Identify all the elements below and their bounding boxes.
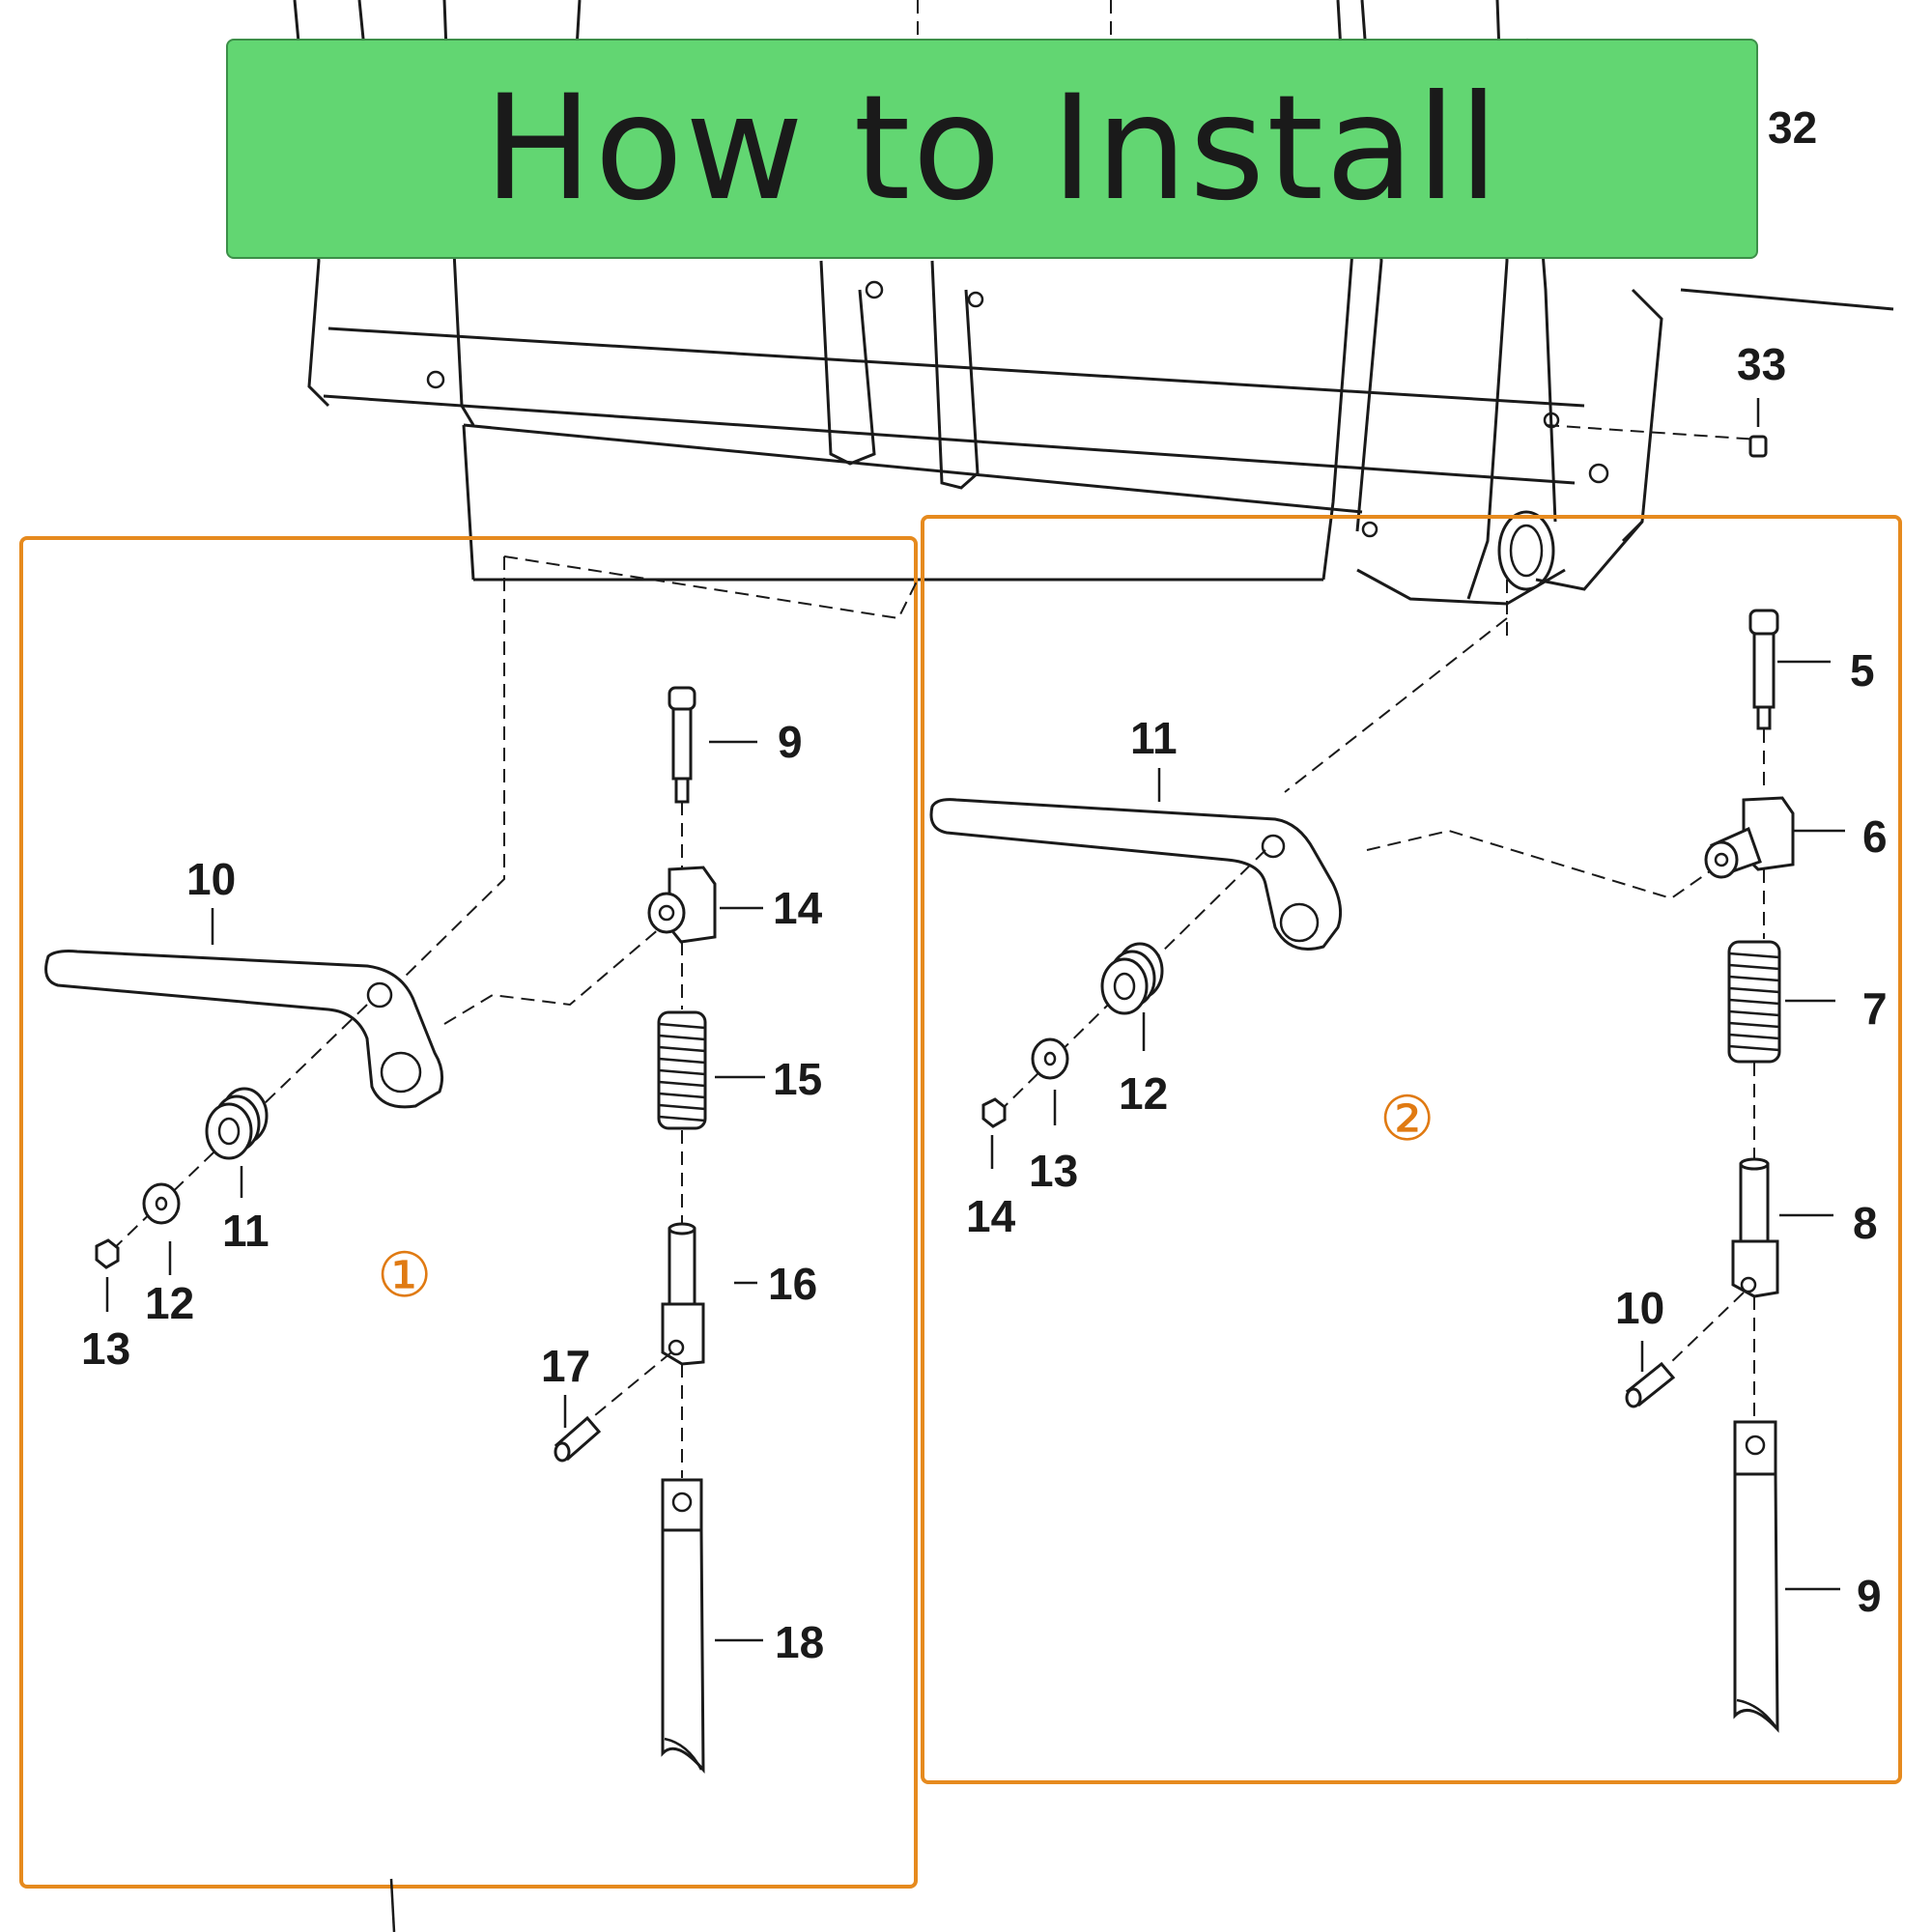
- label-15: 15: [773, 1054, 822, 1104]
- label-8: 8: [1853, 1198, 1878, 1248]
- bolt-9: [668, 686, 696, 804]
- label-14: 14: [966, 1191, 1016, 1241]
- label-10: 10: [1615, 1283, 1664, 1333]
- panel-2-frame: [921, 515, 1902, 1784]
- label-18: 18: [775, 1617, 824, 1667]
- roll-pin-10: [1625, 1361, 1676, 1408]
- label-10: 10: [186, 854, 236, 904]
- label-17: 17: [541, 1341, 590, 1391]
- label-5: 5: [1850, 645, 1875, 696]
- label-11: 11: [222, 1206, 270, 1256]
- spring-12: [1100, 942, 1164, 1015]
- lever-arm-10: [44, 950, 444, 1109]
- panel-2-assembly: 11 12 13 14 5: [921, 515, 1902, 1784]
- title-banner: How to Install: [226, 39, 1758, 259]
- panel-1-assembly: 10 11 12 13 9: [19, 536, 919, 1889]
- bracket-14: [647, 866, 717, 944]
- roll-pin-17: [554, 1415, 602, 1463]
- nut-14: [981, 1097, 1007, 1128]
- spring-15: [657, 1010, 707, 1130]
- pin-sleeve-16: [661, 1222, 705, 1366]
- locking-pin-9: [1733, 1420, 1779, 1733]
- label-13: 13: [1029, 1146, 1078, 1196]
- nut-13: [95, 1238, 120, 1269]
- label-9: 9: [1857, 1571, 1882, 1621]
- label-13: 13: [81, 1323, 130, 1374]
- bracket-6: [1704, 796, 1795, 879]
- step-marker-2: ②: [1379, 1084, 1435, 1155]
- label-6: 6: [1862, 811, 1888, 862]
- label-14: 14: [773, 883, 823, 933]
- lever-arm-11: [929, 798, 1343, 951]
- label-32: 32: [1768, 102, 1817, 153]
- bolt-5: [1748, 609, 1779, 730]
- washer-13: [1031, 1037, 1069, 1080]
- panel-1-frame: [19, 536, 918, 1889]
- label-33: 33: [1737, 339, 1786, 389]
- label-9: 9: [778, 717, 803, 767]
- label-11: 11: [1130, 713, 1178, 763]
- label-12: 12: [1119, 1068, 1168, 1119]
- page-title: How to Install: [483, 65, 1501, 233]
- locking-pin-18: [661, 1478, 705, 1775]
- washer-12: [142, 1182, 181, 1225]
- step-marker-1: ①: [377, 1240, 432, 1312]
- label-7: 7: [1862, 983, 1888, 1034]
- label-16: 16: [768, 1259, 817, 1309]
- pin-sleeve-8: [1731, 1157, 1779, 1298]
- frame-stub-line: [389, 1878, 396, 1932]
- spring-7: [1727, 940, 1781, 1064]
- spring-11: [205, 1087, 269, 1160]
- label-12: 12: [145, 1278, 194, 1328]
